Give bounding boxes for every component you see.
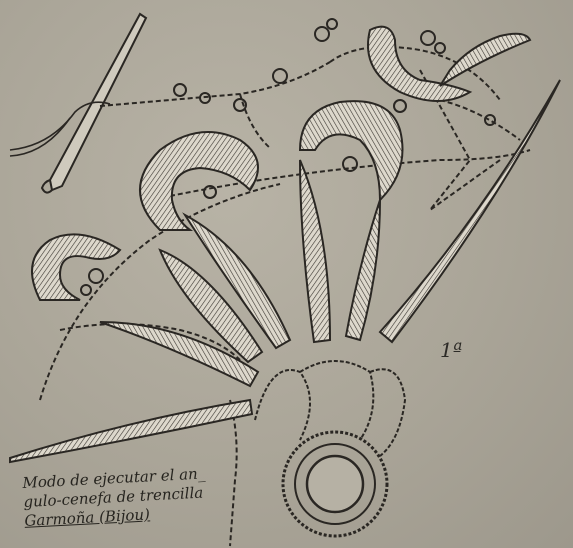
braid-loops — [32, 27, 530, 300]
picot-loops — [81, 19, 495, 295]
figure-number: 1ª — [440, 338, 462, 362]
ring-medallion — [255, 361, 405, 536]
